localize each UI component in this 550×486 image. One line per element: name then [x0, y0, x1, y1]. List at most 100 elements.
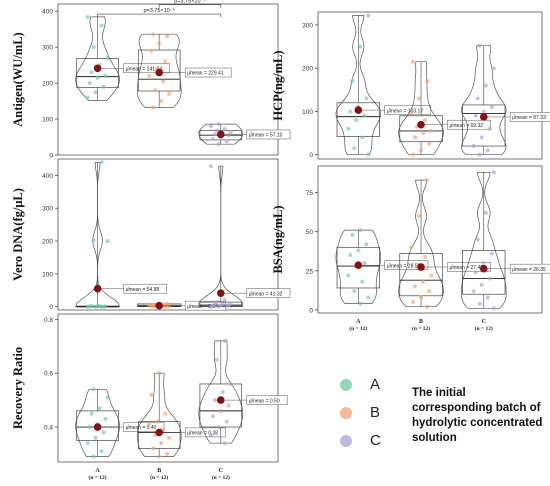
data-point: [362, 113, 367, 118]
panel-frame: [57, 158, 279, 311]
violin-a: [335, 15, 382, 156]
data-point: [155, 419, 160, 424]
y-tick-label: 0: [49, 153, 53, 160]
data-point: [89, 304, 94, 309]
violin-c: [461, 171, 507, 309]
mean-label: μ̂mean = 41.32: [249, 291, 283, 297]
mean-label-box: [123, 283, 168, 294]
mean-marker: [155, 68, 163, 77]
y-tick-label: 75: [306, 190, 314, 197]
data-point: [103, 304, 108, 309]
data-point: [425, 304, 430, 309]
legend-item-b: B: [340, 404, 380, 421]
data-point: [356, 248, 361, 253]
mean-label: μ̂mean = 0.38: [187, 431, 218, 437]
x-tick-sublabel: (n = 12): [212, 474, 230, 481]
data-point: [147, 422, 152, 427]
data-point: [87, 81, 92, 86]
box-b: [399, 115, 443, 143]
mean-label-box: [184, 67, 232, 78]
data-point: [475, 96, 480, 101]
mean-label: μ̂mean = 87.33: [512, 115, 546, 121]
data-point: [477, 152, 482, 157]
data-point: [483, 83, 488, 88]
y-tick-label: 100: [302, 109, 313, 116]
data-point: [159, 441, 164, 446]
data-point: [167, 91, 172, 96]
legend-swatch-b: [340, 406, 352, 419]
data-point: [157, 41, 162, 46]
y-tick-label: 25: [306, 268, 314, 275]
data-point: [210, 414, 215, 419]
mean-marker: [217, 130, 225, 139]
data-point: [421, 131, 426, 136]
violin-b: [398, 179, 444, 308]
data-point: [487, 276, 492, 281]
mean-label-box: [447, 119, 491, 130]
data-point: [410, 59, 415, 64]
data-point: [412, 135, 417, 140]
data-point: [93, 90, 98, 95]
y-tick-label: 300: [302, 22, 313, 29]
data-point: [97, 406, 102, 411]
mean-label: μ̂mean = 69.32: [449, 123, 483, 129]
mean-marker: [417, 263, 425, 271]
mean-label-box: [246, 129, 291, 140]
y-tick-label: 200: [302, 66, 313, 73]
data-point: [481, 260, 486, 265]
mean-label: μ̂mean = 0.40: [126, 425, 157, 431]
mean-marker: [479, 264, 488, 273]
data-point: [89, 411, 94, 416]
data-point: [348, 253, 353, 258]
data-point: [354, 118, 359, 123]
data-point: [477, 301, 482, 306]
mean-label-box: [246, 395, 288, 405]
data-point: [218, 408, 223, 413]
data-point: [491, 306, 496, 311]
violin-a: [75, 161, 121, 308]
panel-frame: [57, 3, 279, 156]
data-point: [165, 34, 170, 39]
data-point: [161, 79, 166, 84]
data-point: [346, 126, 351, 131]
mean-marker: [217, 289, 225, 297]
data-point: [103, 73, 108, 78]
data-point: [475, 237, 480, 242]
data-point: [423, 118, 428, 123]
data-point: [410, 300, 415, 305]
data-point: [99, 449, 104, 454]
data-point: [87, 425, 92, 430]
data-point: [479, 135, 484, 140]
data-point: [473, 270, 478, 275]
mean-label: μ̂mean = 28.56: [387, 263, 421, 269]
data-point: [165, 451, 170, 456]
mean-label-box: [509, 263, 550, 274]
data-point: [491, 170, 496, 175]
legend-swatch-c: [340, 434, 352, 447]
data-point: [417, 96, 422, 101]
y-axis-label: Recovery Ratio: [11, 347, 25, 429]
data-point: [471, 289, 476, 294]
data-point: [157, 371, 162, 376]
mean-label: μ̂mean = 0.50: [249, 398, 280, 404]
data-point: [165, 301, 170, 306]
data-point: [425, 79, 430, 84]
violin-b: [398, 61, 444, 156]
y-tick-label: 0.4: [44, 425, 53, 432]
legend-item-c: C: [340, 432, 381, 449]
mean-marker: [217, 396, 225, 404]
data-point: [366, 295, 371, 300]
violin-c: [198, 340, 244, 444]
data-point: [228, 381, 233, 386]
data-point: [491, 66, 496, 71]
data-point: [163, 59, 168, 64]
legend-note: The initial corresponding batch of hydro…: [412, 387, 543, 444]
y-tick-label: 0.8: [44, 317, 53, 324]
data-point: [350, 79, 355, 84]
data-point: [212, 398, 217, 403]
data-point: [157, 454, 162, 459]
y-tick-label: 0: [49, 304, 53, 311]
data-point: [151, 446, 156, 451]
data-point: [408, 245, 413, 250]
